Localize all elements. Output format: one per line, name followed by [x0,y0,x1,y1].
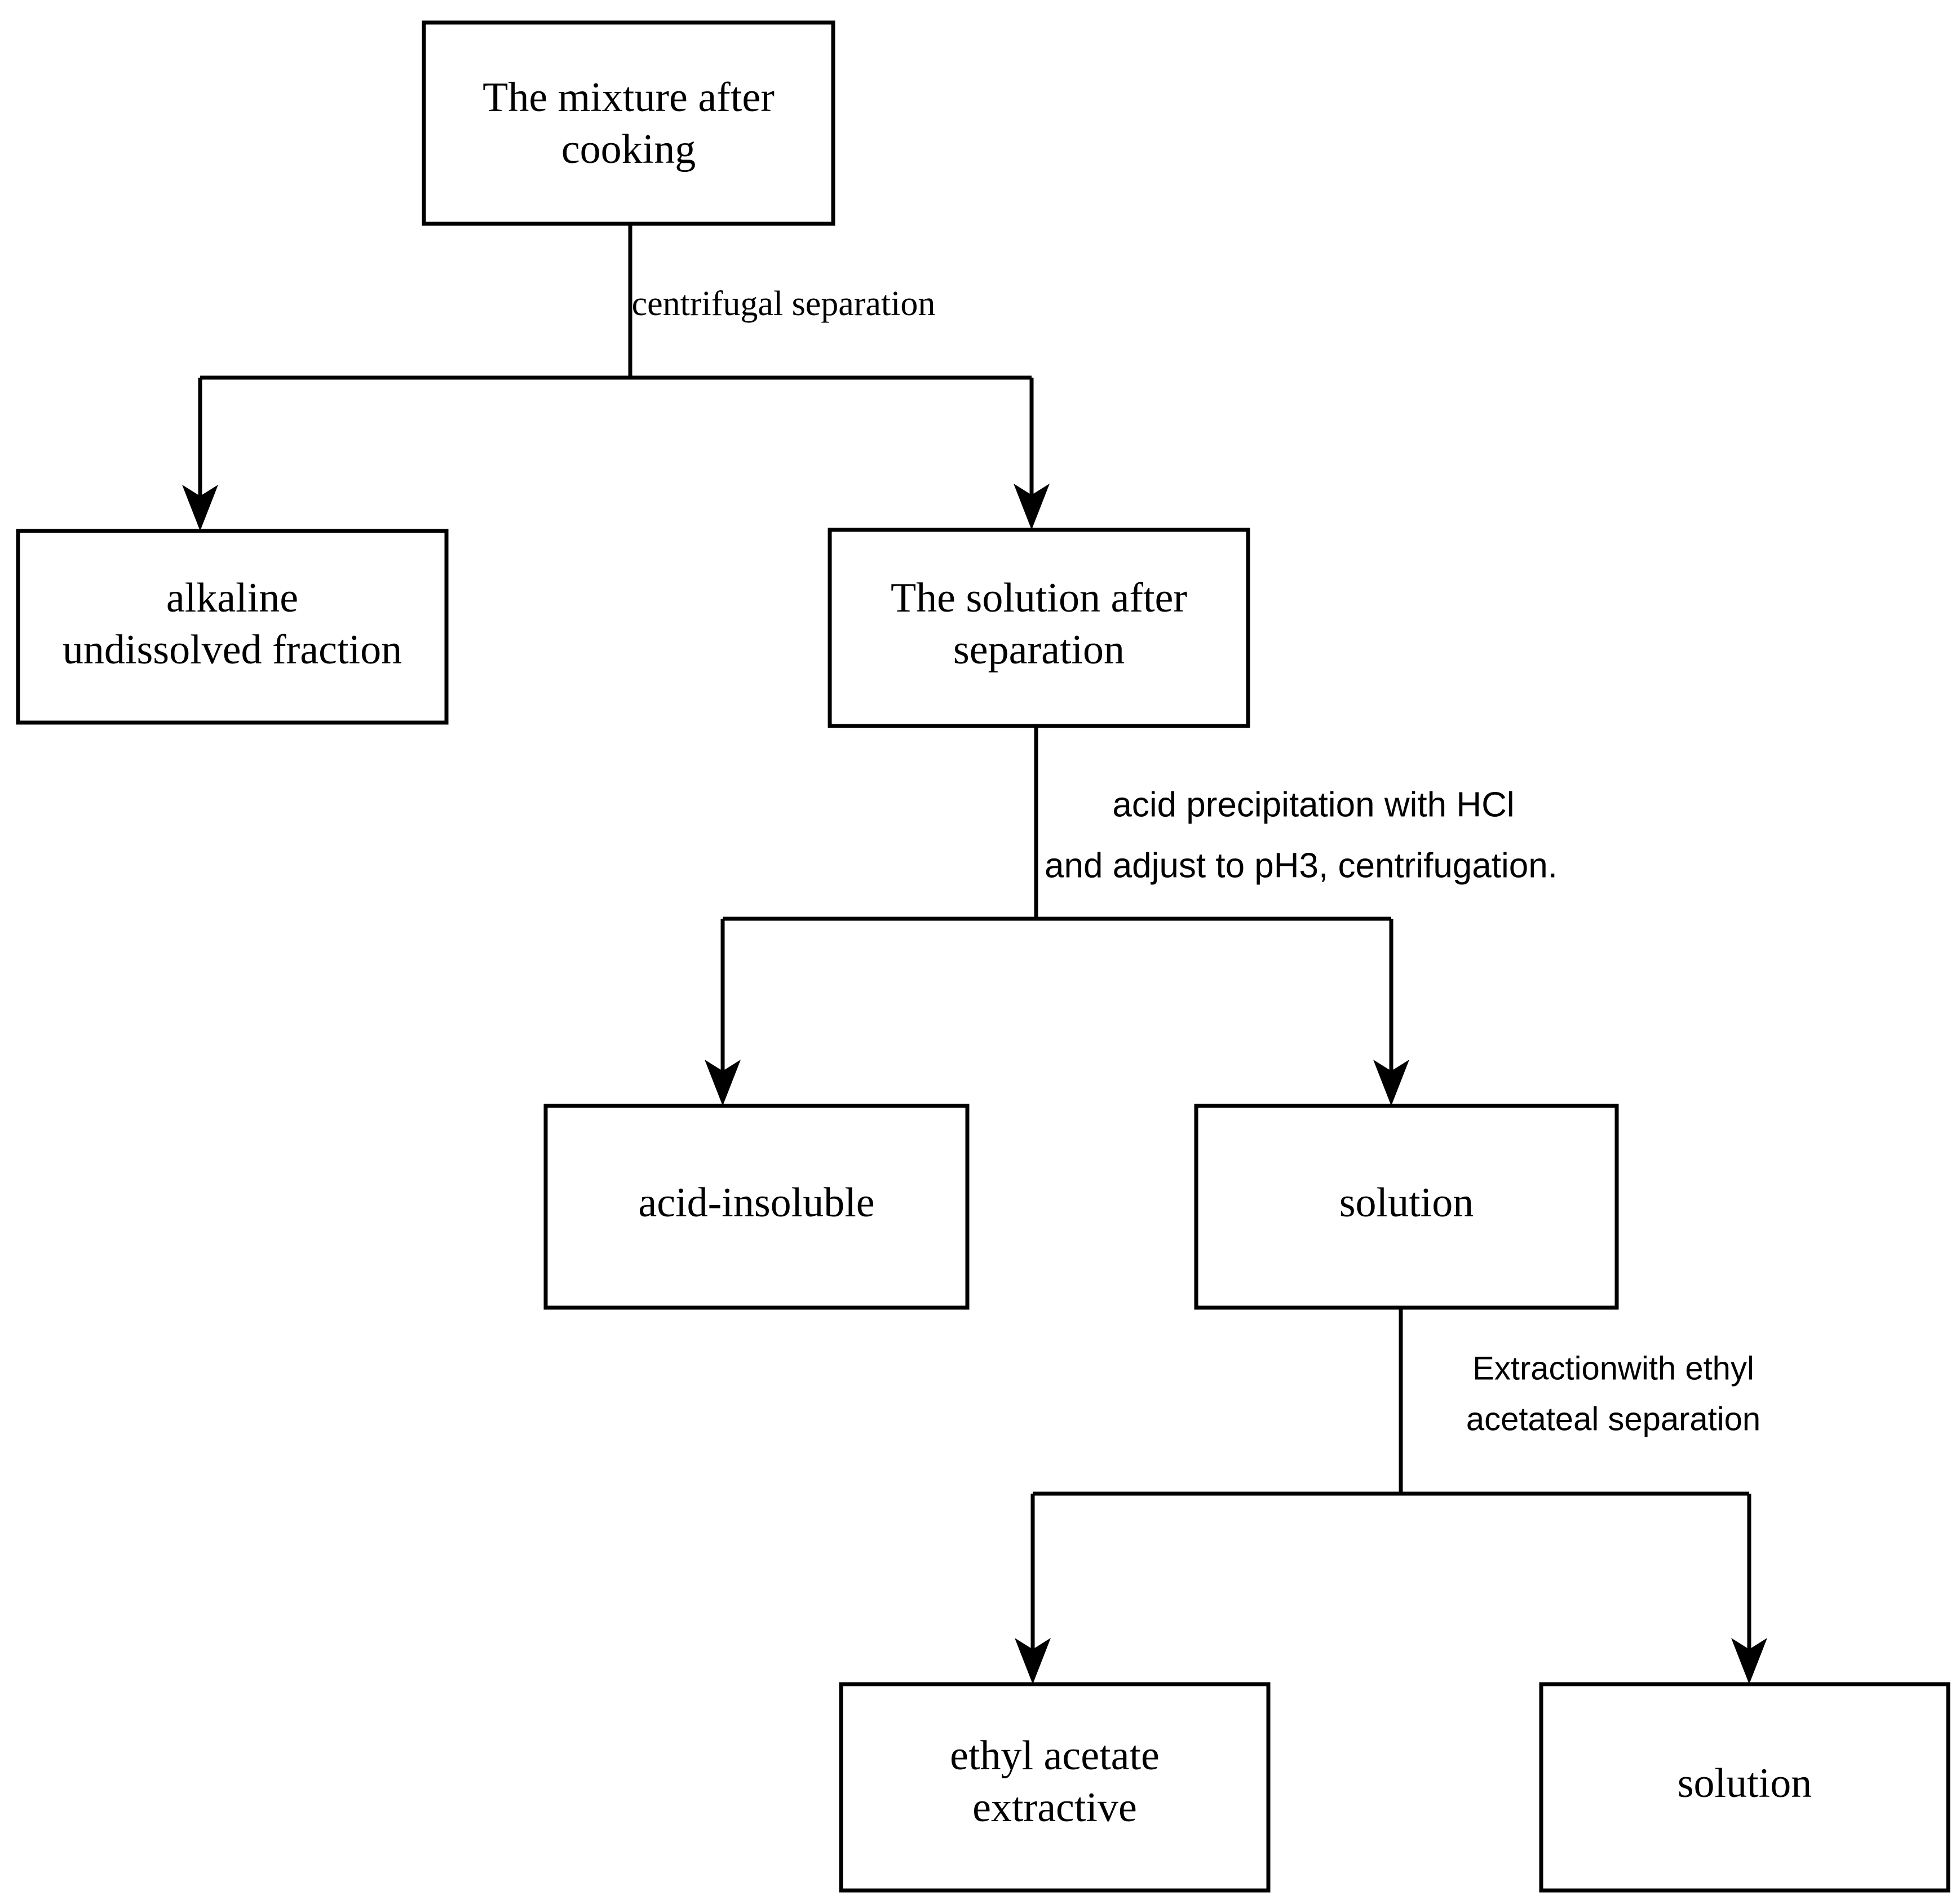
node-alkaline-undissolved-fraction[interactable]: alkaline undissolved fraction [16,529,449,725]
arrow-head-to-alkaline [182,485,218,531]
node-box-ethyl-acetate-extractive[interactable] [839,1682,1271,1893]
node-label-solution-bottom: solution [1678,1760,1812,1806]
edge-label-ethyl-extraction-line2: acetateal separation [1466,1401,1760,1437]
node-box-alkaline-undissolved-fraction[interactable] [16,529,449,725]
node-mixture-after-cooking[interactable]: The mixture after cooking [422,20,835,226]
node-solution-bottom[interactable]: solution [1539,1682,1950,1893]
edge-label-ethyl-extraction-line1: Extractionwith ethyl [1472,1350,1754,1387]
arrow-head-to-solution-after-separation [1014,484,1050,530]
node-label-mixture-after-cooking-line1: The mixture after [483,74,775,121]
node-label-alkaline-line2: undissolved fraction [63,627,402,673]
node-label-alkaline-line1: alkaline [166,575,298,621]
edge-cooking-to-split [182,224,1050,531]
node-box-acid-insoluble[interactable] [543,1104,970,1310]
node-ethyl-acetate-extractive[interactable]: ethyl acetate extractive [839,1682,1271,1893]
node-solution-after-separation[interactable]: The solution after separation [828,528,1250,728]
node-label-acid-insoluble: acid-insoluble [638,1180,874,1226]
node-acid-insoluble[interactable]: acid-insoluble [543,1104,970,1310]
edge-label-centrifugal-separation: centrifugal separation [632,285,936,323]
node-box-solution-after-separation[interactable] [828,528,1250,728]
node-label-ethyl-acetate-line2: extractive [972,1785,1137,1831]
arrow-head-to-solution-mid [1373,1060,1409,1106]
node-label-mixture-after-cooking-line2: cooking [561,126,696,172]
arrow-head-to-ethyl-acetate [1015,1638,1051,1684]
node-box-solution-bottom[interactable] [1539,1682,1950,1893]
edge-label-acid-precipitation-line2: and adjust to pH3, centrifugation. [1045,846,1558,885]
node-label-solution-after-separation-line2: separation [953,627,1125,673]
edge-label-acid-precipitation-line1: acid precipitation with HCl [1112,785,1514,824]
node-box-mixture-after-cooking[interactable] [422,20,835,226]
node-solution-mid[interactable]: solution [1194,1104,1619,1310]
node-label-solution-after-separation-line1: The solution after [891,575,1187,621]
edge-solution-to-split [1015,1308,1767,1684]
node-label-solution-mid: solution [1339,1180,1474,1226]
arrow-head-to-solution-bottom [1731,1638,1767,1684]
arrow-head-to-acid-insoluble [705,1060,741,1106]
node-label-ethyl-acetate-line1: ethyl acetate [950,1733,1160,1779]
node-box-solution-mid[interactable] [1194,1104,1619,1310]
edge-separation-to-split [705,726,1409,1106]
